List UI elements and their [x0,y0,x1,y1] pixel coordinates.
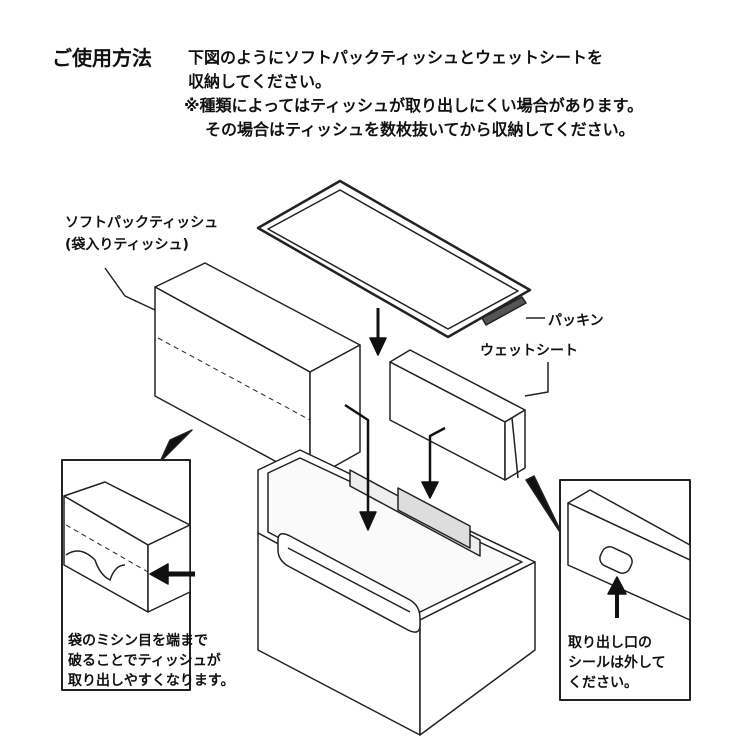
right-inset-pointer [525,475,566,541]
left-inset-pointer [159,429,193,463]
arrow-down-icon [421,426,446,499]
page-title: ご使用方法 [52,46,152,70]
wet-sheet-detail [567,489,691,621]
arrow-down-icon [369,308,387,356]
wet-sheet-leader-line [524,362,549,397]
note-line: その場合はティッシュを数枚抜いてから収納してください。 [205,120,635,139]
instruction-line: 収納してください。 [188,72,332,91]
packing-label: パッキン [548,313,604,329]
wet-sheet-pack [389,349,526,481]
soft-pack-leader-line [104,267,156,311]
right-inset-text: シールは外して [568,655,666,671]
lid-with-packing [256,179,532,339]
soft-pack-label: ソフトパックティッシュ [65,215,219,231]
note-line: ※種類によってはティッシュが取り出しにくい場合があります。 [184,96,644,115]
right-inset-text: ください。 [568,675,638,691]
instruction-line: 下図のようにソフトパックティッシュとウェットシートを [188,48,604,67]
storage-case [257,449,536,736]
left-inset-text: 取り出しやすくなります。 [68,673,235,689]
left-inset-text: 破ることでティッシュが [68,653,221,669]
soft-pack-tissue [154,262,361,481]
arrow-left-icon [149,563,195,585]
wet-sheet-label: ウェットシート [480,343,578,359]
right-inset-text: 取り出し口の [568,635,652,651]
arrow-up-icon [607,576,627,618]
arrow-down-icon [344,403,377,531]
soft-pack-sublabel: (袋入りティッシュ) [65,237,189,253]
perforation-detail [63,481,191,613]
left-inset-text: 袋のミシン目を端まで [68,633,208,649]
